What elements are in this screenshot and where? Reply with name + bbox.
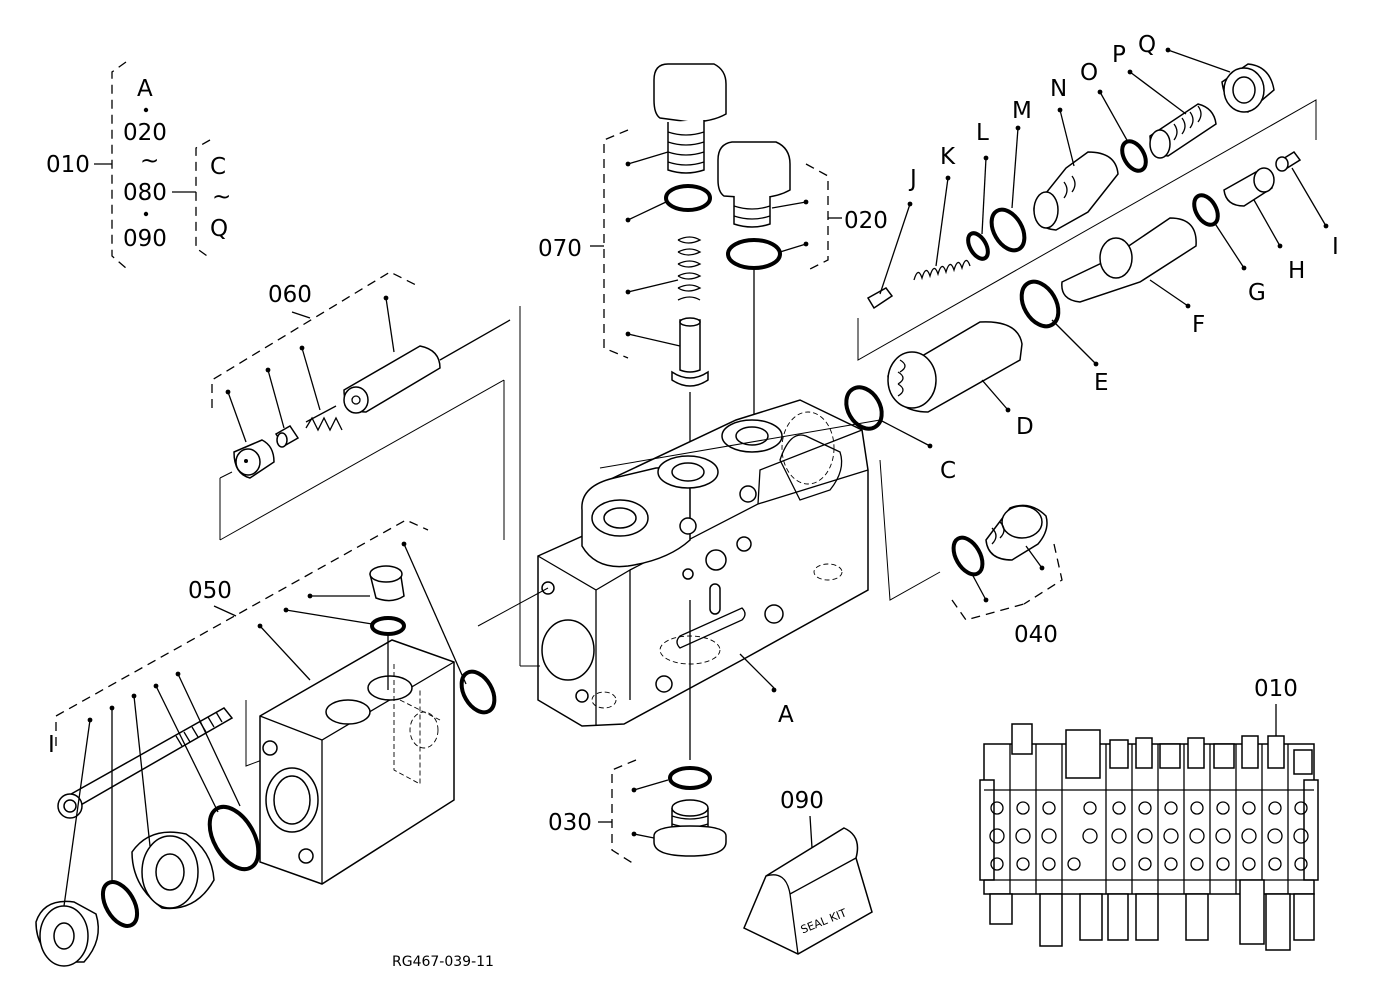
group-060-label: 060: [268, 282, 312, 308]
label-k: K: [940, 144, 956, 170]
label-c: C: [940, 458, 956, 484]
group-020-label: 020: [844, 208, 888, 234]
figure-code: RG467-039-11: [392, 954, 494, 970]
label-d: D: [1016, 414, 1034, 440]
label-i-right: I: [1332, 234, 1339, 260]
group-070: 070: [538, 63, 727, 460]
group-070-label: 070: [538, 236, 582, 262]
label-l: L: [976, 120, 989, 146]
group-050-label: 050: [188, 578, 232, 604]
group-020: 020: [717, 141, 888, 420]
group-090-seal-kit: 090 SEAL KIT: [743, 788, 873, 955]
label-o: O: [1080, 60, 1098, 86]
legend-090-label: 090: [123, 226, 167, 252]
group-040-label: 040: [1014, 622, 1058, 648]
group-030-label: 030: [548, 810, 592, 836]
group-030: 030: [548, 759, 727, 865]
group-090-label: 090: [780, 788, 824, 814]
group-050: 050: [35, 519, 497, 967]
label-h: H: [1288, 258, 1305, 284]
label-i-left: I: [48, 732, 55, 758]
assembly-bracket-legend: 010 A 020 ~ 080 090 C ~ Q: [46, 61, 231, 269]
label-a: A: [778, 702, 794, 728]
legend-q-label: Q: [210, 216, 228, 242]
group-040: 040: [879, 459, 1063, 648]
group-060: 060: [211, 271, 511, 541]
legend-010-label: 010: [46, 152, 90, 178]
label-p: P: [1112, 42, 1126, 68]
label-e: E: [1094, 370, 1109, 396]
label-n: N: [1050, 76, 1067, 102]
legend-c-label: C: [210, 154, 226, 180]
legend-020-label: 020: [123, 120, 167, 146]
inset-assembled-valve: 010: [979, 676, 1319, 951]
label-m: M: [1012, 98, 1032, 124]
label-q: Q: [1138, 32, 1156, 58]
legend-tilde-1: ~: [140, 148, 159, 174]
legend-a-label: A: [137, 76, 153, 102]
label-g: G: [1248, 280, 1266, 306]
legend-tilde-2: ~: [212, 184, 231, 210]
label-f: F: [1192, 312, 1205, 338]
valve-body-a: A: [537, 399, 869, 760]
legend-080-label: 080: [123, 180, 167, 206]
label-j: J: [908, 166, 917, 192]
inset-010-label: 010: [1254, 676, 1298, 702]
upper-right-chain: C D E F G H I J K: [844, 32, 1339, 484]
